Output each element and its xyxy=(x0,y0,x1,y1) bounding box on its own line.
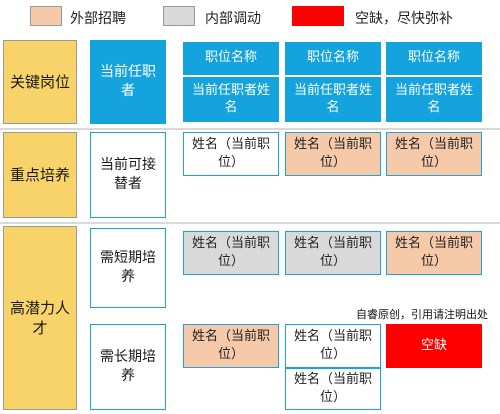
category-key-positions: 关键岗位 xyxy=(3,40,77,124)
ready-successor-3: 姓名（当前职位） xyxy=(386,132,482,176)
role-incumbent: 当前任职者 xyxy=(90,40,166,124)
position-holder-2: 当前任职者姓名 xyxy=(294,82,373,115)
legend-label-internal: 内部调动 xyxy=(205,11,261,27)
vacant-slot-label: 空缺 xyxy=(420,338,447,354)
role-long-term: 需长期培养 xyxy=(90,324,166,410)
long-term-candidate-1: 姓名（当前职位） xyxy=(183,324,279,368)
short-term-candidate-1-label: 姓名（当前职位） xyxy=(191,236,270,269)
long-term-candidate-2b: 姓名（当前职位） xyxy=(285,368,381,410)
legend-swatch-internal xyxy=(163,6,195,26)
category-key-training: 重点培养 xyxy=(3,132,77,218)
long-term-candidate-2a: 姓名（当前职位） xyxy=(285,324,381,368)
short-term-candidate-3-label: 姓名（当前职位） xyxy=(394,236,473,269)
legend-swatch-external xyxy=(30,6,62,26)
position-name-1: 职位名称 xyxy=(204,50,257,66)
category-key-training-label: 重点培养 xyxy=(9,165,70,184)
short-term-candidate-2: 姓名（当前职位） xyxy=(285,231,381,275)
long-term-candidate-1-label: 姓名（当前职位） xyxy=(191,329,270,362)
position-holder-3: 当前任职者姓名 xyxy=(395,82,474,115)
ready-successor-2: 姓名（当前职位） xyxy=(285,132,381,176)
legend-label-external: 外部招聘 xyxy=(70,11,126,27)
category-high-potential-label: 高潜力人才 xyxy=(10,298,71,337)
role-incumbent-label: 当前任职者 xyxy=(100,64,156,99)
role-ready-successor: 当前可接替者 xyxy=(90,132,166,218)
position-header-1: 职位名称 当前任职者姓名 xyxy=(183,42,279,122)
ready-successor-1-label: 姓名（当前职位） xyxy=(191,137,270,170)
legend-label-vacant: 空缺，尽快弥补 xyxy=(355,11,453,27)
short-term-candidate-3: 姓名（当前职位） xyxy=(386,231,482,275)
short-term-candidate-2-label: 姓名（当前职位） xyxy=(293,236,372,269)
role-ready-successor-label: 当前可接替者 xyxy=(100,157,156,192)
row-separator-2 xyxy=(0,222,500,224)
role-short-term-label: 需短期培养 xyxy=(100,250,156,285)
vacant-slot: 空缺 xyxy=(386,324,482,368)
ready-successor-1: 姓名（当前职位） xyxy=(183,132,279,176)
attribution-note: 自睿原创，引用请注明出处 xyxy=(356,308,488,321)
category-key-positions-label: 关键岗位 xyxy=(9,72,70,91)
position-name-3: 职位名称 xyxy=(407,50,460,66)
position-holder-1: 当前任职者姓名 xyxy=(192,82,271,115)
ready-successor-3-label: 姓名（当前职位） xyxy=(394,137,473,170)
position-name-2: 职位名称 xyxy=(306,50,359,66)
long-term-candidate-2a-label: 姓名（当前职位） xyxy=(293,329,372,362)
long-term-candidate-2b-label: 姓名（当前职位） xyxy=(293,372,372,405)
role-short-term: 需短期培养 xyxy=(90,228,166,308)
role-long-term-label: 需长期培养 xyxy=(100,349,156,384)
legend-swatch-vacant xyxy=(292,6,344,26)
row-separator-1 xyxy=(0,128,500,130)
ready-successor-2-label: 姓名（当前职位） xyxy=(293,137,372,170)
position-header-2: 职位名称 当前任职者姓名 xyxy=(285,42,381,122)
short-term-candidate-1: 姓名（当前职位） xyxy=(183,231,279,275)
position-header-3: 职位名称 当前任职者姓名 xyxy=(386,42,482,122)
category-high-potential: 高潜力人才 xyxy=(3,226,77,410)
